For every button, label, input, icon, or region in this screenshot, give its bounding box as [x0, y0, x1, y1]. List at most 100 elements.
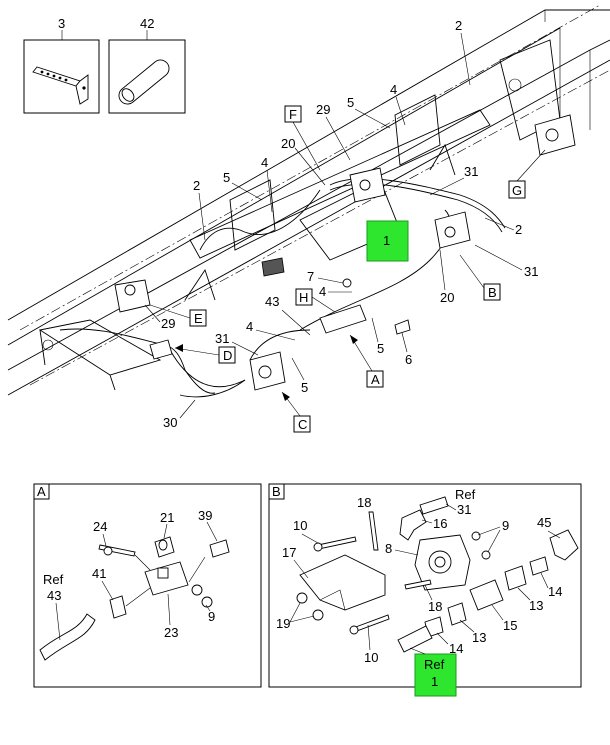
callout-29-left: 29: [161, 316, 175, 331]
letter-box-G[interactable]: G: [508, 149, 546, 199]
bracket-17[interactable]: [299, 554, 386, 611]
detail-b-callout-45: 45: [537, 515, 551, 530]
bolt-18-top[interactable]: [368, 511, 379, 551]
nut-9[interactable]: [191, 584, 213, 608]
fitting-D[interactable]: [149, 339, 173, 360]
main-callouts: 2 29 5 4 20 5 4 2 31 2 31 7 4 20 43 4 29…: [144, 18, 538, 430]
valve-F[interactable]: [349, 167, 386, 203]
fitting-6[interactable]: [394, 319, 411, 335]
inset-part-42[interactable]: 42: [108, 16, 186, 114]
coupler-15[interactable]: [469, 579, 504, 611]
detail-b-callout-8: 8: [385, 541, 392, 556]
detail-a-callout-24: 24: [93, 519, 107, 534]
detail-a-ref: Ref: [43, 572, 64, 587]
letter-box-H[interactable]: H: [295, 288, 336, 313]
bolt-10-top[interactable]: [313, 536, 357, 552]
hose-43[interactable]: [39, 613, 96, 661]
svg-text:G: G: [512, 183, 522, 198]
bracket-icon: [32, 66, 89, 105]
detail-b-highlight-num: 1: [431, 674, 438, 689]
letter-box-B[interactable]: B: [459, 254, 501, 301]
valve-G[interactable]: [534, 114, 576, 156]
elbow-16[interactable]: [399, 509, 427, 541]
detail-b-callout-18-top: 18: [357, 495, 371, 510]
nipple-21[interactable]: [154, 536, 175, 558]
main-assembly-view: 1: [7, 4, 610, 398]
detail-b-callout-13-right: 13: [529, 598, 543, 613]
callout-6: 6: [405, 352, 412, 367]
detail-b-callout-18-low: 18: [428, 599, 442, 614]
elbow-45[interactable]: [549, 529, 579, 561]
detail-b-callout-10-top: 10: [293, 518, 307, 533]
svg-text:B: B: [488, 285, 497, 300]
callout-7: 7: [307, 269, 314, 284]
detail-a-title: A: [37, 484, 46, 499]
callout-31-right: 31: [524, 264, 538, 279]
fitting-41[interactable]: [109, 595, 127, 619]
plug-39[interactable]: [209, 539, 230, 558]
detail-b-ref-top: Ref: [455, 487, 476, 502]
valve-C[interactable]: [249, 351, 286, 391]
tube-ref-1[interactable]: [397, 625, 433, 653]
detail-a-callout-23: 23: [164, 625, 178, 640]
detail-a-callout-39: 39: [198, 508, 212, 523]
callout-3: 3: [58, 16, 65, 31]
callout-5-low: 5: [377, 341, 384, 356]
hose-sleeve-icon: [118, 59, 170, 105]
detail-b-callout-17: 17: [282, 545, 296, 560]
callout-20-top: 20: [281, 136, 295, 151]
detail-b-callout-9: 9: [502, 518, 509, 533]
letter-box-A[interactable]: A: [349, 334, 384, 388]
highlight-label: 1: [383, 233, 390, 248]
fitting-7[interactable]: [342, 278, 352, 288]
callout-29-top: 29: [316, 102, 330, 117]
letter-box-C[interactable]: C: [281, 391, 311, 433]
detail-b-callout-13-low: 13: [472, 630, 486, 645]
callout-4-h: 4: [319, 284, 326, 299]
detail-b-callout-14-right: 14: [548, 584, 562, 599]
tee-fitting-H[interactable]: [319, 304, 367, 334]
svg-text:D: D: [223, 348, 232, 363]
detail-b-highlight-ref: Ref: [424, 657, 445, 672]
svg-text:H: H: [299, 290, 308, 305]
letter-box-D[interactable]: D: [174, 344, 236, 364]
bolt-18-low[interactable]: [404, 579, 432, 590]
svg-text:E: E: [194, 311, 203, 326]
hose-ref-31[interactable]: [419, 496, 449, 515]
callout-20-mid: 20: [440, 290, 454, 305]
detail-b-callout-15: 15: [503, 618, 517, 633]
valve-E[interactable]: [114, 279, 151, 313]
detail-b-title: B: [272, 484, 281, 499]
callout-2-left: 2: [193, 178, 200, 193]
letter-box-E[interactable]: E: [149, 304, 207, 327]
callout-30: 30: [163, 415, 177, 430]
connector-13-low[interactable]: [447, 602, 467, 626]
detail-b-callout-31: 31: [457, 502, 471, 517]
letter-box-F[interactable]: F: [284, 105, 321, 171]
svg-text:A: A: [371, 372, 380, 387]
nut-19[interactable]: [296, 592, 324, 621]
detail-a-callout-9: 9: [208, 609, 215, 624]
detail-a-callout-43: 43: [47, 588, 61, 603]
callout-4-lower: 4: [246, 319, 253, 334]
highlight-part-1[interactable]: 1: [366, 220, 409, 262]
detail-a-callout-21: 21: [160, 510, 174, 525]
washer-9[interactable]: [471, 531, 491, 560]
detail-b-callout-14-low: 14: [449, 641, 463, 656]
valve-B[interactable]: [434, 211, 471, 249]
callout-5-top: 5: [347, 95, 354, 110]
callout-5-right: 5: [301, 380, 308, 395]
detail-b-panel: B: [268, 483, 582, 697]
detail-b-highlight-ref-1[interactable]: Ref 1: [409, 647, 457, 697]
callout-31-left: 31: [215, 331, 229, 346]
svg-text:C: C: [298, 417, 307, 432]
tee-fitting-23[interactable]: [144, 561, 189, 596]
bolt-24[interactable]: [98, 544, 136, 557]
detail-a-panel: A 24 21 39: [33, 483, 262, 688]
valve-body-8[interactable]: [414, 534, 471, 591]
connector-14-right[interactable]: [529, 556, 549, 576]
bolt-10-low[interactable]: [349, 614, 390, 635]
inset-part-3[interactable]: 3: [23, 16, 100, 114]
connector-13-right[interactable]: [504, 565, 527, 591]
